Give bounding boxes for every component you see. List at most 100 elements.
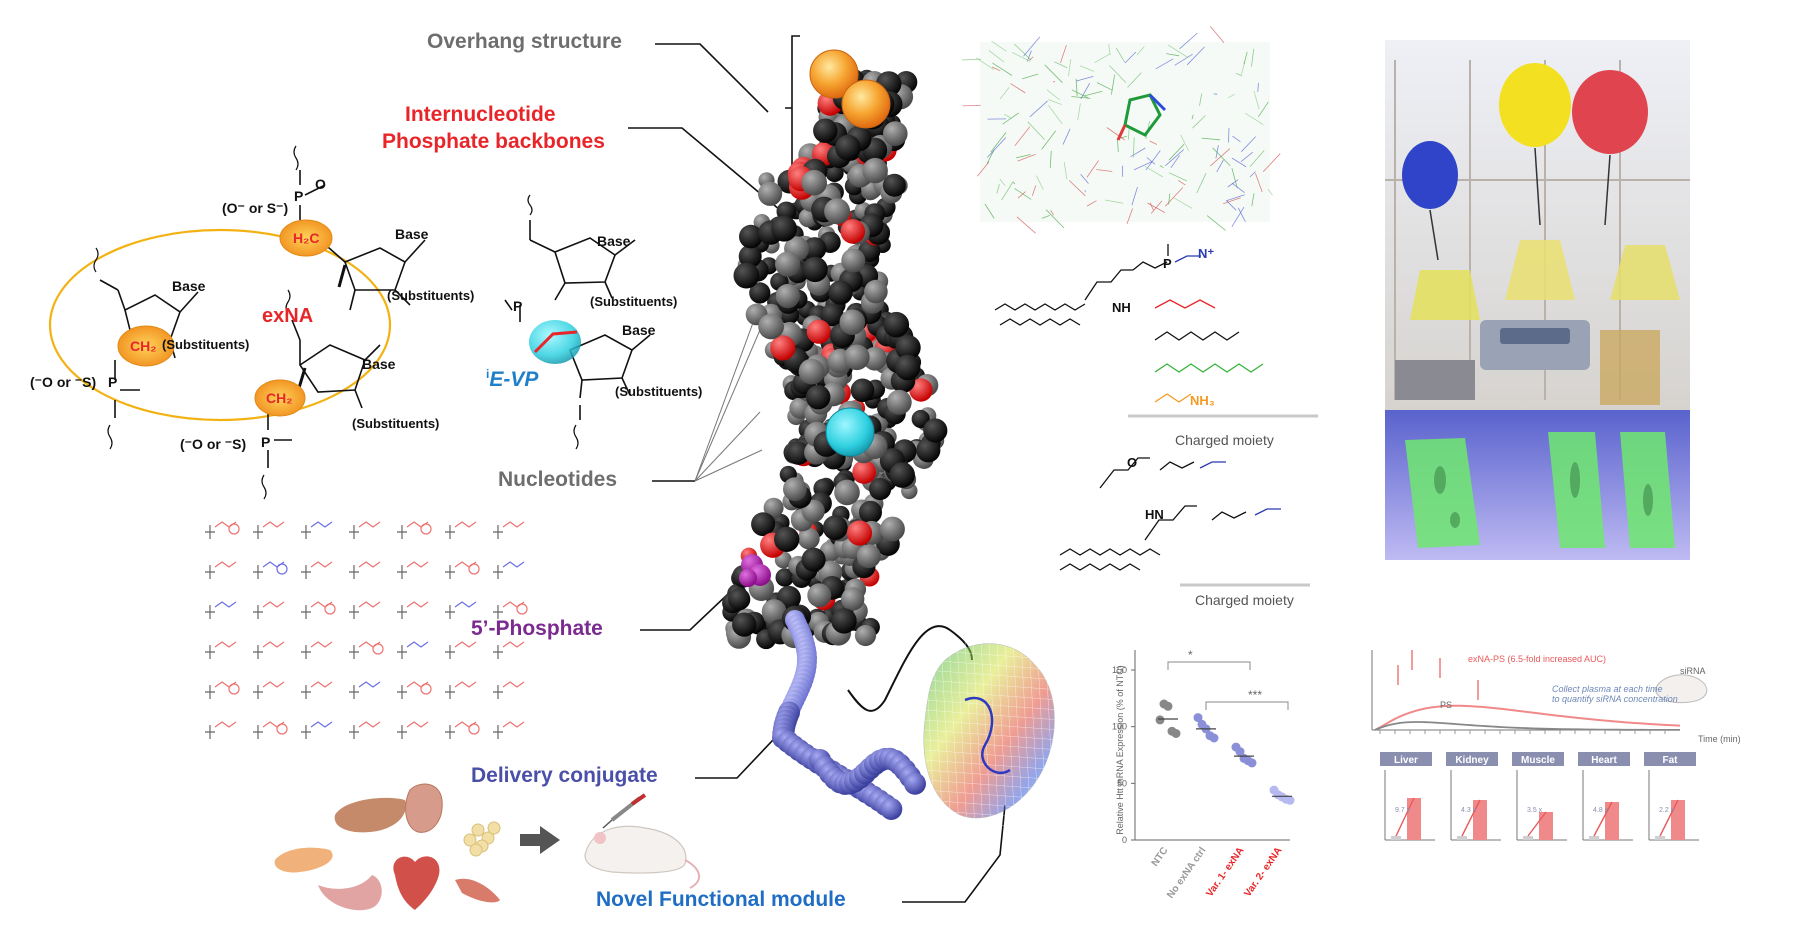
functional-module-mesh xyxy=(923,639,1072,831)
exna-label: exNA xyxy=(262,305,314,327)
nucleotides-label: Nucleotides xyxy=(498,468,618,491)
yellow-balloon xyxy=(1499,63,1571,147)
y-tick-label: 50 xyxy=(1117,778,1127,788)
modification-sketch xyxy=(397,521,432,539)
organ-label: Heart xyxy=(1591,755,1617,766)
atom-sphere xyxy=(846,520,873,546)
cyan-nucleotide xyxy=(825,407,875,457)
organ-label: Kidney xyxy=(1455,755,1489,766)
atom-sphere xyxy=(824,198,851,225)
o-or-s-mid: (⁻O or ⁻S) xyxy=(180,436,247,452)
modification-sketch xyxy=(301,521,333,539)
atom-sphere xyxy=(923,418,948,443)
modification-sketch xyxy=(397,721,429,739)
atom-sphere xyxy=(883,311,910,338)
pk-series-1: exNA-PS (6.5-fold increased AUC) xyxy=(1468,654,1607,664)
atom-sphere xyxy=(749,282,771,304)
modification-sketch xyxy=(301,601,336,619)
stomach-icon xyxy=(318,875,382,911)
modification-sketch xyxy=(445,641,477,659)
kidney-icon xyxy=(405,783,443,833)
atom-sphere xyxy=(889,462,915,488)
atom-sphere xyxy=(820,303,844,327)
atom-sphere xyxy=(738,244,762,268)
mouse-icon xyxy=(584,825,687,874)
conjugate-sphere xyxy=(880,798,903,820)
modification-sketch xyxy=(445,561,480,579)
modification-sketch xyxy=(397,561,429,579)
vp-structure xyxy=(504,194,651,450)
atom-sphere xyxy=(828,280,853,305)
lab-photo xyxy=(1385,40,1690,560)
atom-sphere xyxy=(775,568,794,587)
delivery-leader xyxy=(695,721,791,779)
lipid-n-plus: N⁺ xyxy=(1198,246,1215,261)
modification-sketch xyxy=(397,641,429,659)
data-point xyxy=(1171,729,1181,738)
lipid-nh: NH xyxy=(1112,300,1131,315)
fat-icon xyxy=(463,821,501,857)
atom-sphere xyxy=(831,608,857,634)
atom-sphere xyxy=(758,181,783,206)
pk-note-1: Collect plasma at each time xyxy=(1552,684,1663,694)
modification-sketch xyxy=(349,601,381,619)
pk-note-2: to quantify siRNA concentration xyxy=(1552,694,1678,704)
pancreas-icon xyxy=(274,847,333,873)
charged-moiety-2: Charged moiety xyxy=(1195,592,1294,608)
conjugate-sphere xyxy=(904,772,926,795)
linker-curve xyxy=(847,625,973,712)
p-mid: P xyxy=(261,434,271,450)
ch2-left-label: CH₂ xyxy=(130,338,157,354)
internucleotide-leader xyxy=(628,127,781,211)
blue-balloon xyxy=(1402,141,1458,209)
atom-sphere xyxy=(798,358,825,385)
substituents-mid: (Substituents) xyxy=(352,416,440,431)
o-or-s-top: (O⁻ or S⁻) xyxy=(222,200,289,216)
atom-sphere xyxy=(770,335,796,361)
modification-sketch xyxy=(493,721,525,739)
atom-sphere xyxy=(869,477,892,501)
modification-sketch xyxy=(253,721,288,739)
atom-sphere xyxy=(761,599,787,624)
substituents-top: (Substituents) xyxy=(387,288,475,303)
vp-base-top: Base xyxy=(597,233,631,249)
atom-sphere xyxy=(850,378,875,403)
modification-sketch xyxy=(301,561,333,579)
atom-sphere xyxy=(856,544,881,569)
lipid-p: P xyxy=(1163,256,1172,271)
atom-sphere xyxy=(806,385,831,410)
heart-icon xyxy=(393,856,440,910)
bar-exna xyxy=(1539,812,1553,840)
modification-sketch xyxy=(397,601,429,619)
bar-exna xyxy=(1671,800,1685,840)
charged-moiety-1: Charged moiety xyxy=(1175,432,1274,448)
atom-sphere xyxy=(863,346,887,371)
modification-sketch xyxy=(445,721,480,739)
pk-curve-ps xyxy=(1374,721,1680,731)
atom-sphere xyxy=(822,515,848,541)
vp-label-text: E-VP xyxy=(489,368,539,391)
modification-sketch xyxy=(205,721,237,739)
organ-label: Liver xyxy=(1394,755,1418,766)
atom-sphere xyxy=(807,583,832,608)
vp-base-bottom: Base xyxy=(622,322,656,338)
modification-sketch xyxy=(349,521,381,539)
bar-ps xyxy=(1457,836,1467,840)
substituents-left: (Substituents) xyxy=(162,337,250,352)
atom-sphere xyxy=(728,588,751,611)
overhang-leader xyxy=(655,43,769,113)
h2c-label: H₂C xyxy=(293,230,320,246)
modification-sketch xyxy=(253,561,288,579)
o-eq-top: O xyxy=(315,176,326,192)
data-point xyxy=(1209,733,1219,743)
atom-sphere xyxy=(909,378,933,402)
ch2-mid-oval xyxy=(254,379,306,417)
bar-exna xyxy=(1407,798,1421,840)
vinyl-bond xyxy=(533,330,578,354)
atom-sphere xyxy=(834,479,860,506)
modification-sketch xyxy=(445,681,477,699)
data-point xyxy=(1155,715,1165,725)
modification-sketch xyxy=(493,601,528,619)
